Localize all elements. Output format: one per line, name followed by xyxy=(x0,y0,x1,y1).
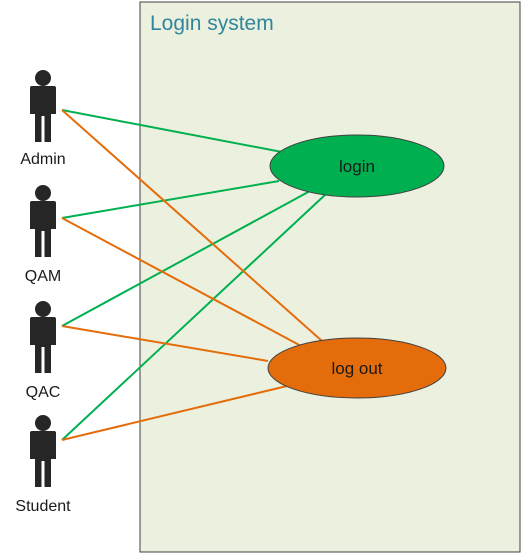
association-qam-logout xyxy=(61,217,304,348)
association-admin-login xyxy=(61,109,283,153)
actor-qam-label: QAM xyxy=(25,268,61,285)
actor-admin-label: Admin xyxy=(20,151,65,168)
actor-qam[interactable]: QAM xyxy=(25,185,61,285)
system-boundary xyxy=(139,1,521,553)
person-silhouette-icon xyxy=(30,415,56,487)
use-case-login[interactable]: login xyxy=(269,134,445,198)
person-silhouette-icon xyxy=(30,70,56,142)
association-qam-login xyxy=(61,180,280,219)
actor-admin[interactable]: Admin xyxy=(20,70,66,168)
system-title: Login system xyxy=(150,12,274,35)
actor-student-label: Student xyxy=(15,498,71,515)
use-case-logout-shape xyxy=(267,337,447,399)
association-qac-login xyxy=(61,190,311,327)
actor-qac[interactable]: QAC xyxy=(26,301,61,401)
use-case-login-shape xyxy=(269,134,445,198)
association-student-login xyxy=(61,193,327,441)
association-qac-logout xyxy=(61,325,269,362)
association-student-logout xyxy=(61,385,288,441)
person-silhouette-icon xyxy=(30,301,56,373)
use-case-login-label: login xyxy=(339,157,375,176)
use-case-logout[interactable]: log out xyxy=(267,337,447,399)
use-case-logout-label: log out xyxy=(331,359,382,378)
actor-qac-label: QAC xyxy=(26,384,61,401)
association-lines xyxy=(61,109,327,441)
association-admin-logout xyxy=(61,109,323,342)
person-silhouette-icon xyxy=(30,185,56,257)
actor-student[interactable]: Student xyxy=(15,415,71,515)
